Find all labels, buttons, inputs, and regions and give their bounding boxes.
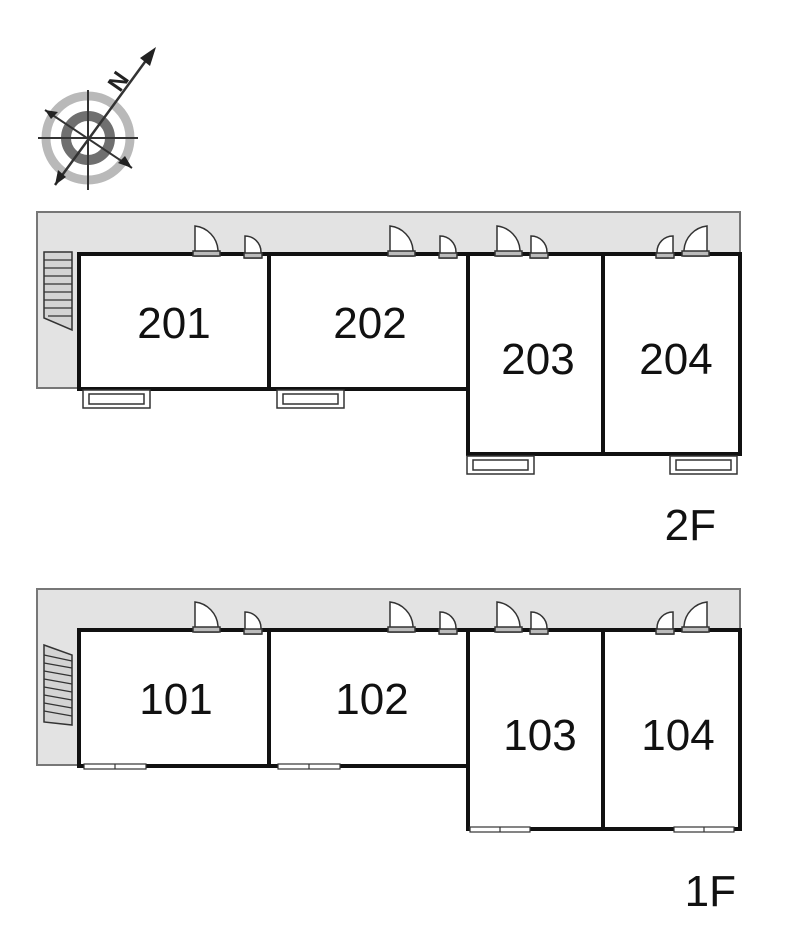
unit-101 bbox=[77, 628, 271, 768]
door-icons-2f bbox=[192, 225, 710, 259]
unit-204 bbox=[601, 252, 742, 456]
stairs-1f bbox=[43, 643, 73, 726]
unit-label-201: 201 bbox=[137, 299, 210, 348]
unit-label-104: 104 bbox=[641, 711, 714, 760]
compass-north-label: N bbox=[103, 67, 135, 97]
unit-label-202: 202 bbox=[333, 299, 406, 348]
unit-203 bbox=[466, 252, 605, 456]
balconies-2f bbox=[82, 389, 738, 475]
door-icons-1f bbox=[192, 601, 710, 635]
floor-label-1f: 1F bbox=[685, 867, 736, 916]
stairs-2f bbox=[43, 251, 73, 332]
floor-label-2f: 2F bbox=[665, 501, 716, 550]
unit-104 bbox=[601, 628, 742, 831]
floor-1f-plan: 101 102 103 104 1F bbox=[36, 588, 742, 916]
unit-label-101: 101 bbox=[139, 675, 212, 724]
unit-label-102: 102 bbox=[335, 675, 408, 724]
unit-202 bbox=[267, 252, 470, 391]
unit-103 bbox=[466, 628, 605, 831]
unit-label-103: 103 bbox=[503, 711, 576, 760]
floor-2f-plan: 201 202 203 204 2F bbox=[36, 211, 742, 550]
unit-102 bbox=[267, 628, 470, 768]
unit-label-203: 203 bbox=[501, 335, 574, 384]
windows-1f bbox=[83, 763, 735, 833]
unit-201 bbox=[77, 252, 271, 391]
compass-rose-icon: N bbox=[38, 47, 156, 190]
unit-label-204: 204 bbox=[639, 335, 712, 384]
